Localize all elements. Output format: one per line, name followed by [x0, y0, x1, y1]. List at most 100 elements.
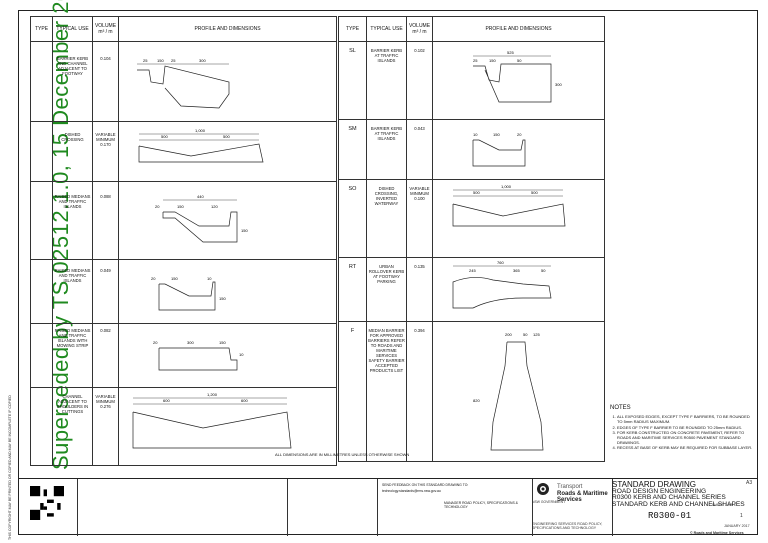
title-main: STANDARD DRAWING	[612, 480, 696, 489]
feedback-text: SEND FEEDBACK ON THIS STANDARD DRAWING T…	[382, 483, 469, 487]
type-code: SO	[338, 179, 367, 258]
table-row: SL BARRIER KERB AT TRAFFIC ISLANDS 0.102…	[338, 41, 605, 120]
svg-text:10: 10	[239, 352, 244, 357]
col-profile: PROFILE AND DIMENSIONS	[118, 16, 337, 42]
note-item: EDGES OF TYPE F BARRIER TO BE ROUNDED TO…	[617, 425, 755, 430]
sheet-number: SHEET 1 OF 1	[712, 503, 736, 507]
type-code: SM	[338, 119, 367, 180]
table-row: BARRIER KERB AND CHANNEL ADJACENT TO FOO…	[30, 41, 337, 122]
svg-text:1,200: 1,200	[207, 392, 218, 397]
type-code: SL	[338, 41, 367, 120]
notes-block: NOTES ALL EXPOSED EDGES, EXCEPT TYPE F B…	[610, 405, 755, 451]
table-row: F MEDIAN BARRIER FOR APPROVED BARRIERS R…	[338, 321, 605, 462]
prepared-by: ENGINEERING SERVICES ROAD POLICY, SPECIF…	[532, 522, 603, 530]
table-row: DISHED CROSSING VARIABLE MINIMUM 0.170 1…	[30, 121, 337, 182]
svg-text:10: 10	[207, 276, 212, 281]
svg-text:10: 10	[473, 132, 478, 137]
table-row: RAISED MEDIANS AND TRAFFIC ISLANDS 0.049…	[30, 259, 337, 324]
svg-text:760: 760	[497, 260, 504, 265]
svg-text:150: 150	[241, 228, 248, 233]
profile-drawing: 1,000 500 500	[118, 121, 337, 182]
profile-drawing: 20 300 150 10	[118, 323, 337, 388]
svg-text:150: 150	[177, 204, 184, 209]
svg-text:20: 20	[517, 132, 522, 137]
svg-text:300: 300	[199, 58, 206, 63]
svg-text:500: 500	[223, 134, 230, 139]
svg-text:20: 20	[155, 204, 160, 209]
table-row: RAISED MEDIANS AND TRAFFIC ISLANDS 0.088…	[30, 181, 337, 260]
table-row: SO DISHED CROSSING, INVERTED WATERWAY VA…	[338, 179, 605, 258]
svg-text:600: 600	[241, 398, 248, 403]
profile-drawing: 20 150 10 150	[118, 259, 337, 324]
svg-text:125: 125	[533, 332, 540, 337]
profile-drawing: 1,000 500 500	[432, 179, 605, 258]
table-row: RAISED MEDIANS AND TRAFFIC ISLANDS WITH …	[30, 323, 337, 388]
svg-text:200: 200	[505, 332, 512, 337]
profile-drawing: 10 150 20	[432, 119, 605, 180]
svg-text:150: 150	[219, 296, 226, 301]
svg-text:365: 365	[513, 268, 520, 273]
table-row: SM BARRIER KERB AT TRAFFIC ISLANDS 0.043…	[338, 119, 605, 180]
svg-text:150: 150	[157, 58, 164, 63]
svg-text:50: 50	[541, 268, 546, 273]
svg-text:150: 150	[171, 276, 178, 281]
svg-text:440: 440	[197, 194, 204, 199]
svg-text:1,000: 1,000	[501, 184, 512, 189]
nsw-waratah-logo-icon	[537, 483, 549, 495]
profile-drawing: 760 245 365 50	[432, 257, 605, 322]
svg-text:245: 245	[469, 268, 476, 273]
section-text: MANAGER ROAD POLICY, SPECIFICATIONS & TE…	[444, 501, 518, 509]
svg-text:25: 25	[171, 58, 176, 63]
drawing-number: R0300-01	[648, 511, 692, 521]
col-type: TYPE	[30, 16, 53, 42]
profile-drawing: 25 150 25 300	[118, 41, 337, 122]
profile-drawing: 440 20 150 120 150	[118, 181, 337, 260]
svg-text:50: 50	[523, 332, 528, 337]
svg-text:150: 150	[489, 58, 496, 63]
profile-drawing: 1,200 600 600	[118, 387, 337, 466]
title-block: SEND FEEDBACK ON THIS STANDARD DRAWING T…	[18, 478, 758, 536]
type-code: F	[338, 321, 367, 462]
svg-text:500: 500	[473, 190, 480, 195]
issue-date: JANUARY 2017	[724, 524, 750, 528]
note-item: RECESS AT BASE OF KERB MAY BE REQUIRED F…	[617, 445, 755, 450]
svg-text:820: 820	[473, 398, 480, 403]
svg-text:525: 525	[507, 50, 514, 55]
svg-text:600: 600	[163, 398, 170, 403]
profile-drawing: 200 50 125 820	[432, 321, 605, 462]
svg-text:150: 150	[493, 132, 500, 137]
copyright-side-note: THIS COPYRIGHT MAY BE PRINTED OR COPIED …	[8, 395, 12, 540]
svg-text:20: 20	[151, 276, 156, 281]
col-volume: VOLUME m³ / m	[92, 16, 119, 42]
brand-block: Transport Roads & Maritime Services	[557, 484, 608, 503]
feedback-email[interactable]: technology.standards@rms.nsw.gov.au	[382, 489, 441, 493]
svg-text:300: 300	[555, 82, 562, 87]
table-row: RT URBAN ROLLOVER KERB AT FOOTWAY PARKIN…	[338, 257, 605, 322]
svg-text:120: 120	[211, 204, 218, 209]
svg-text:1,000: 1,000	[195, 128, 206, 133]
svg-text:20: 20	[153, 340, 158, 345]
svg-text:500: 500	[161, 134, 168, 139]
note-item: FOR KERB CONSTRUCTED ON CONCRETE PAVEMEN…	[617, 430, 755, 446]
notes-title: NOTES	[610, 405, 631, 411]
nsw-government: NSW GOVERNMENT	[532, 500, 566, 504]
table-row: CHANNEL ADJACENT TO SHOULDERS IN CUTTING…	[30, 387, 337, 466]
type-code: RT	[338, 257, 367, 322]
sheet-size: A3	[746, 480, 753, 486]
svg-text:150: 150	[219, 340, 226, 345]
drawing-title: STANDARD DRAWING ROAD DESIGN ENGINEERING…	[612, 480, 745, 508]
right-profile-table: TYPE TYPICAL USE VOLUME m³ / m PROFILE A…	[338, 16, 605, 462]
svg-text:25: 25	[473, 58, 478, 63]
col-use: TYPICAL USE	[52, 16, 93, 42]
qr-code-icon	[30, 486, 64, 520]
revision: 1	[740, 513, 743, 519]
left-profile-table: TYPE TYPICAL USE VOLUME m³ / m PROFILE A…	[30, 16, 337, 466]
svg-text:300: 300	[187, 340, 194, 345]
note-item: ALL EXPOSED EDGES, EXCEPT TYPE F BARRIER…	[617, 414, 755, 424]
svg-text:500: 500	[531, 190, 538, 195]
dimension-note: ALL DIMENSIONS ARE IN MILLIMETRES UNLESS…	[275, 452, 410, 457]
drawing-sheet	[18, 10, 758, 535]
dim-label: 25	[143, 58, 148, 63]
copyright: © Roads and Maritime Services	[690, 531, 744, 535]
